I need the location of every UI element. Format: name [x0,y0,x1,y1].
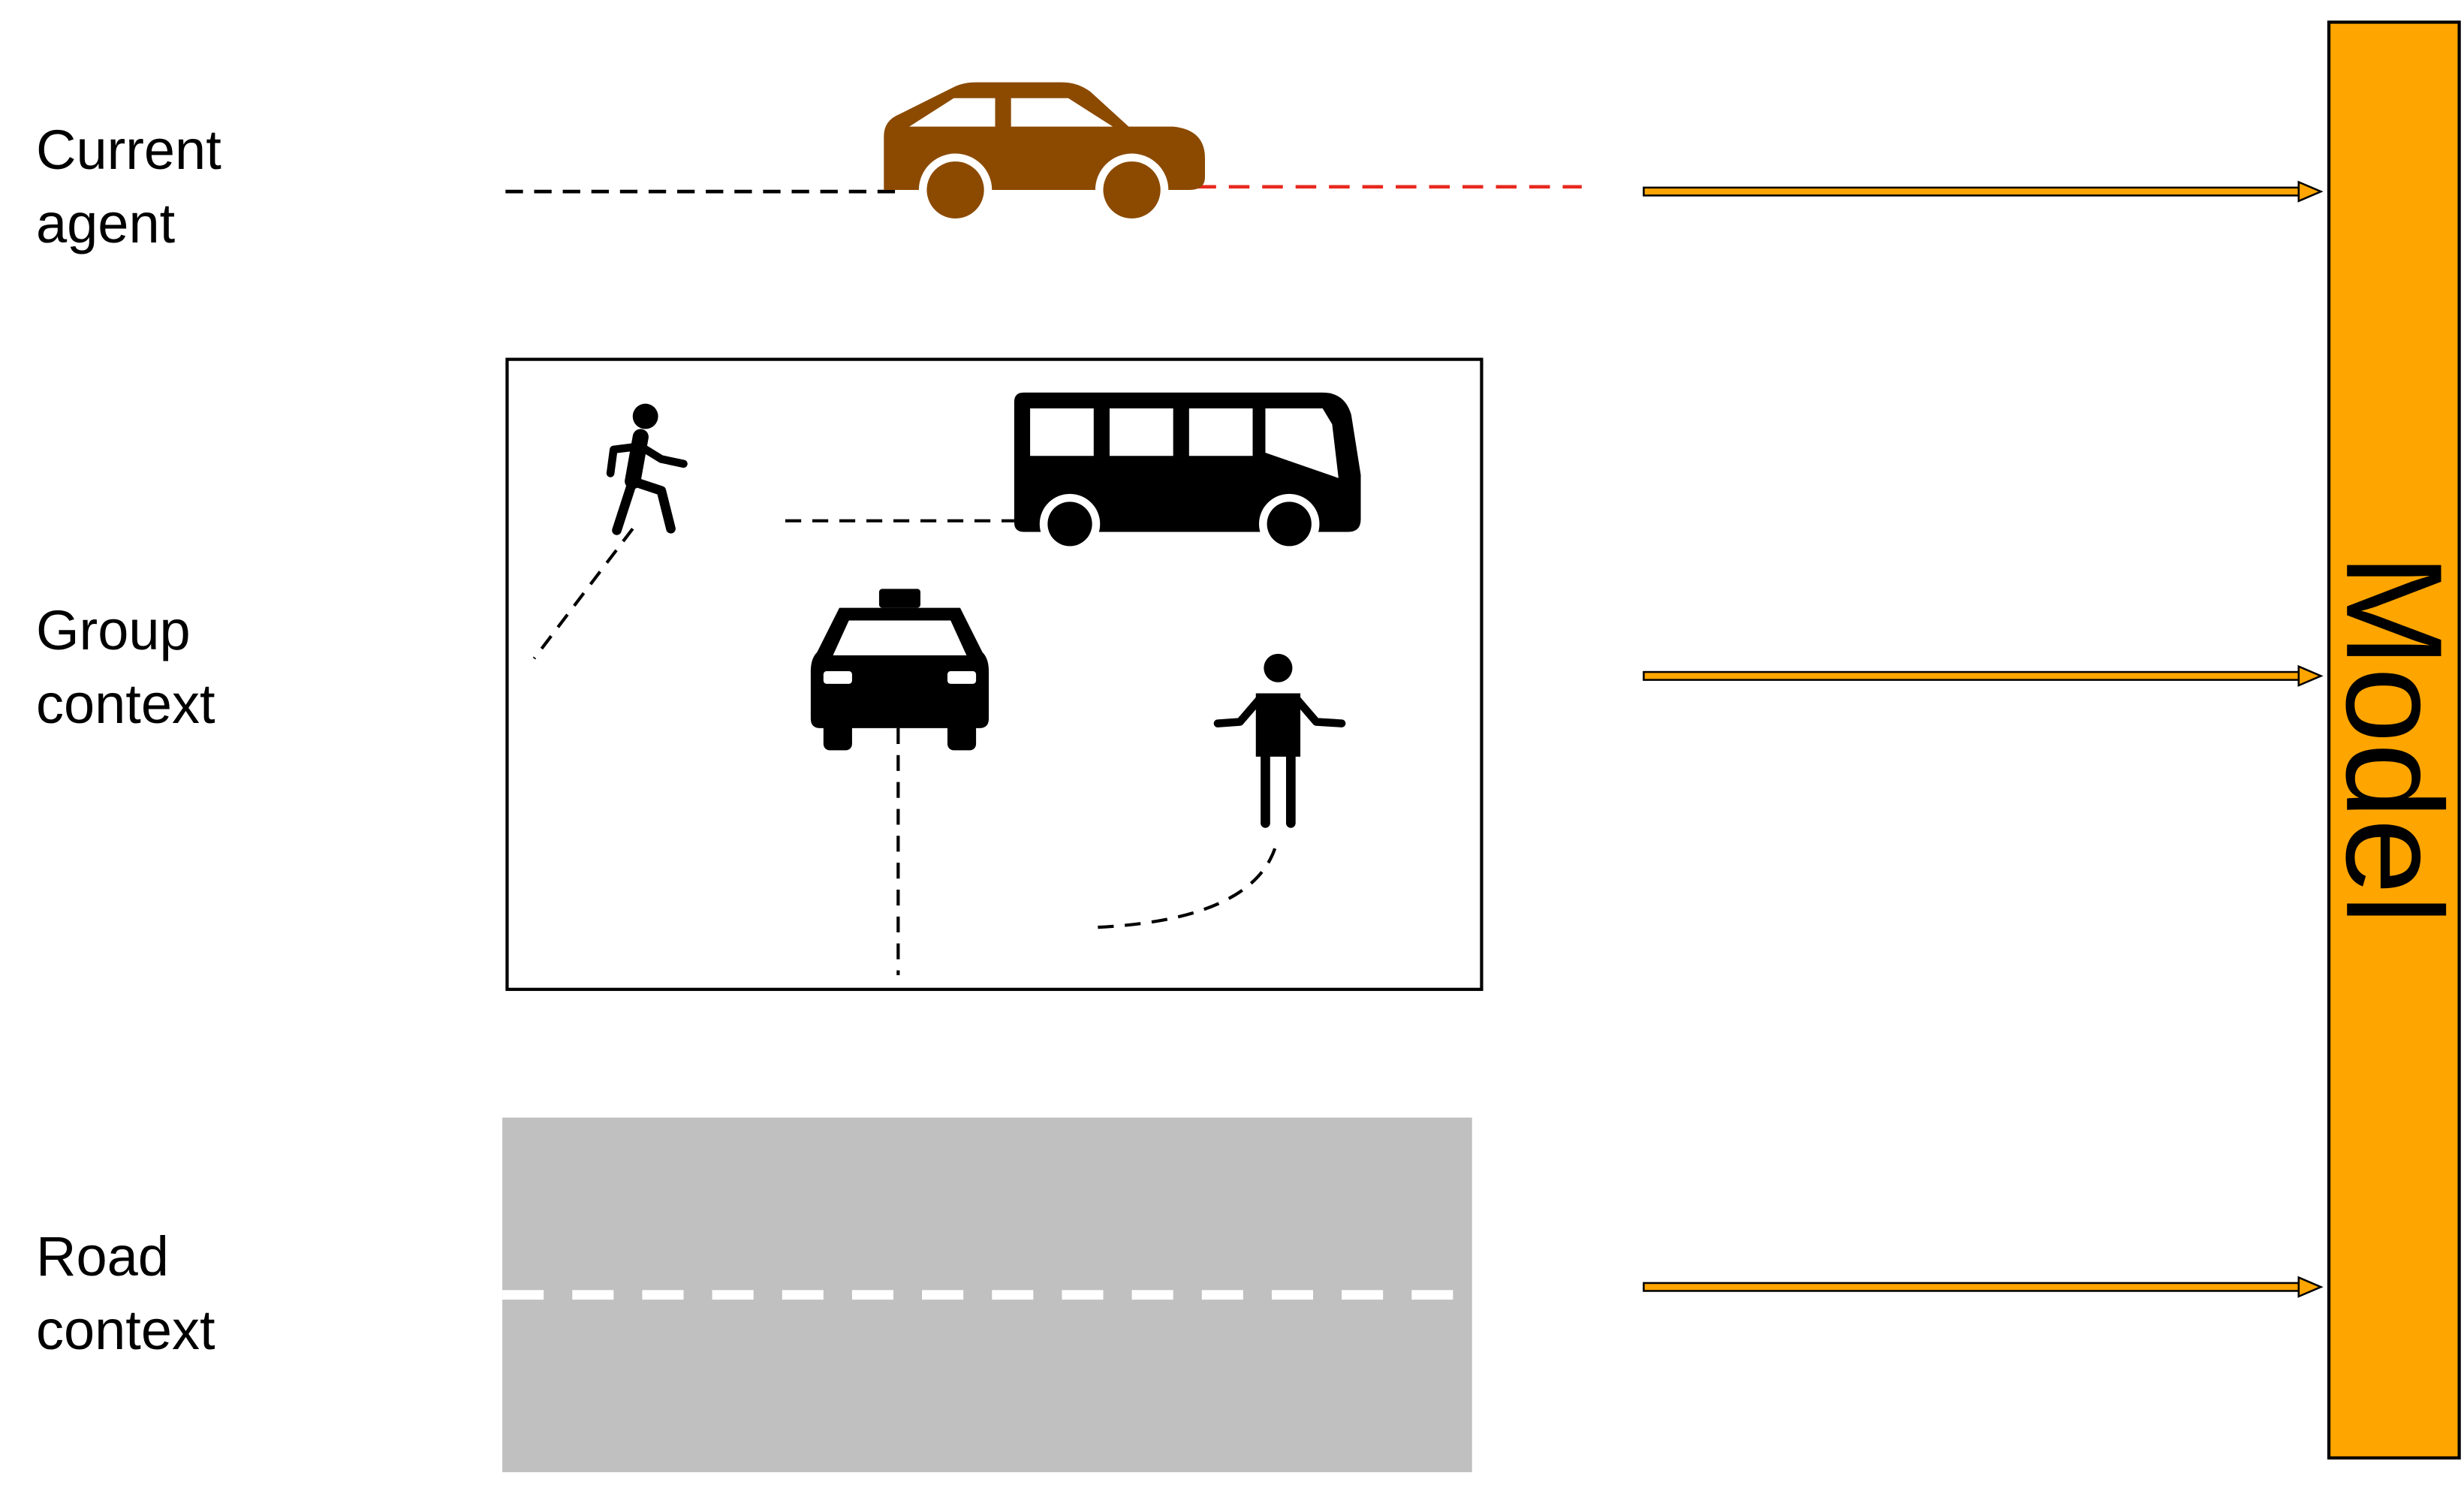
pedestrian-trajectory [532,527,634,660]
person-standing-icon [1213,653,1346,828]
group-arrow [1643,664,2324,687]
current-agent-label: Current agent [36,113,221,261]
group-context-label-line1: Group [36,599,191,661]
bus-icon [1014,392,1361,554]
current-agent-label-line1: Current [36,119,221,181]
road-context-row [502,1117,2324,1472]
current-agent-row [505,82,2324,227]
taxi-icon [810,589,990,751]
pedestrian-walking-icon [606,403,688,535]
group-context-label-line2: context [36,673,215,735]
model-block: Model [2318,20,2464,1460]
car-icon [884,82,1206,227]
road-context-label: Road context [36,1220,215,1367]
road-arrow [1643,1276,2324,1298]
current-agent-label-line2: agent [36,192,176,255]
group-context-label: Group context [36,594,215,741]
model-label: Model [2318,554,2464,925]
road-context-label-line2: context [36,1299,215,1361]
road-context-label-line1: Road [36,1225,169,1288]
person-trajectory [1090,848,1277,929]
agent-arrow [1643,180,2324,203]
group-context-row [505,357,2324,991]
